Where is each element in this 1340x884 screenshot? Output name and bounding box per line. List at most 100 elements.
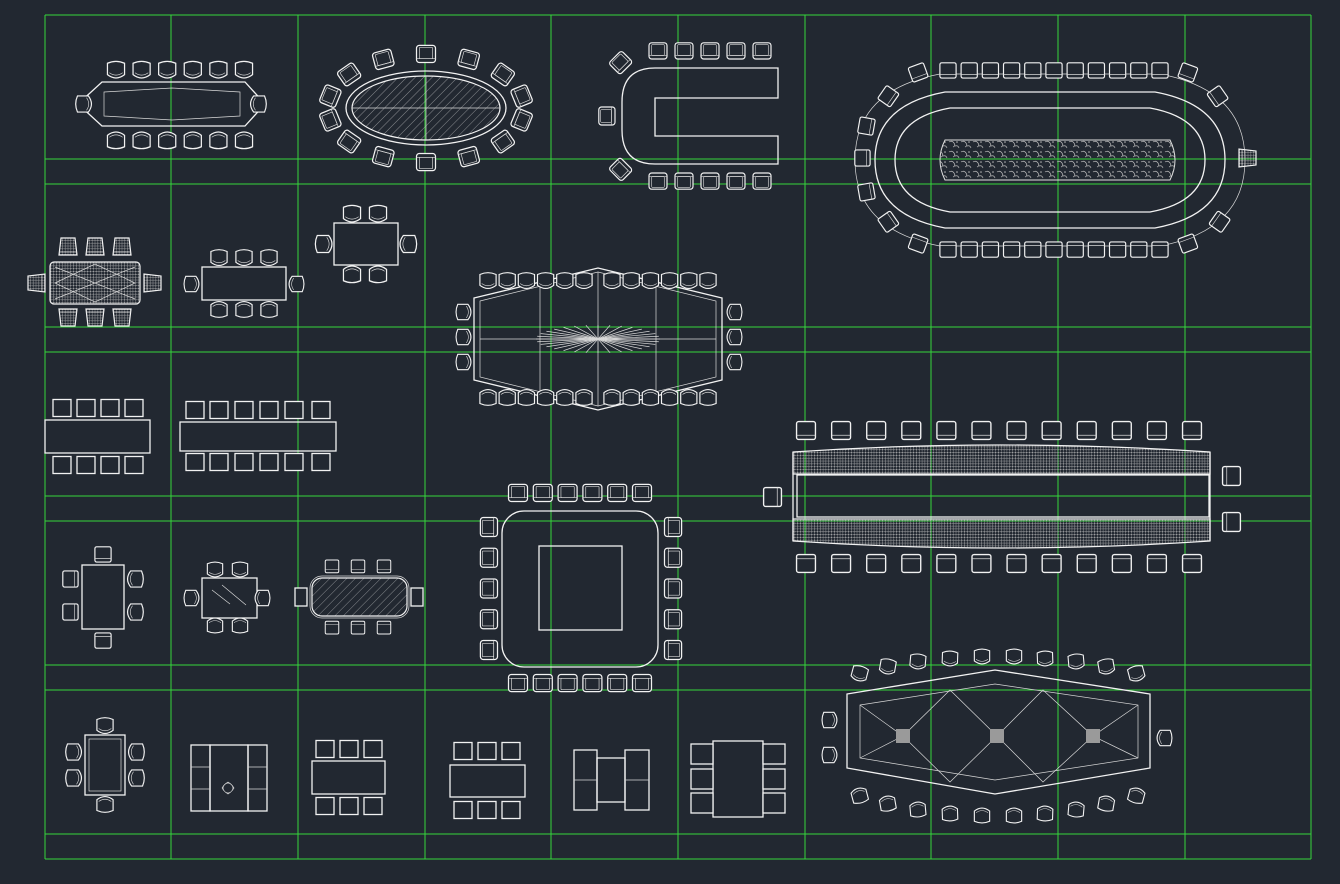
- chair-back: [886, 91, 897, 106]
- chair-seat: [507, 673, 529, 693]
- table-top: [501, 510, 659, 668]
- chair: [1126, 665, 1146, 682]
- chair-seat: [960, 241, 978, 258]
- chair-back: [832, 713, 835, 727]
- chair: [260, 300, 278, 318]
- chair-seat: [726, 353, 743, 371]
- chair-back: [539, 283, 553, 287]
- chair-seat: [1002, 62, 1021, 79]
- chair: [183, 60, 202, 79]
- chair-seat: [209, 60, 228, 79]
- chair-seat: [941, 650, 959, 667]
- table-top: [84, 734, 126, 796]
- chair: [127, 769, 145, 787]
- chair-back: [134, 134, 149, 138]
- chair-seat: [479, 639, 499, 661]
- chair-seat: [106, 60, 126, 79]
- chair: [795, 553, 817, 574]
- chair-seat: [234, 131, 254, 150]
- chair: [699, 388, 717, 406]
- chair-seat: [350, 559, 366, 574]
- table-top: [209, 744, 249, 812]
- chair-seat: [726, 328, 743, 346]
- chair: [260, 249, 278, 267]
- chair-seat: [1156, 729, 1173, 747]
- chair-seat: [1006, 420, 1027, 441]
- chair: [126, 603, 144, 621]
- chair: [259, 400, 279, 420]
- chair-back: [729, 305, 732, 319]
- chair-seat: [631, 673, 653, 693]
- chair-back: [160, 134, 175, 138]
- chair-seat: [517, 272, 536, 290]
- chair-back: [185, 72, 200, 76]
- chair-seat: [183, 131, 202, 150]
- chair-seat: [85, 308, 105, 327]
- chair-seat: [507, 483, 529, 503]
- chair-seat: [674, 42, 694, 60]
- chair-back: [643, 391, 657, 395]
- chair: [854, 149, 871, 167]
- chair: [1181, 553, 1203, 574]
- chair-back: [371, 268, 385, 272]
- chair-seat: [680, 388, 698, 406]
- chair-back: [252, 97, 256, 111]
- chair-seat: [660, 272, 679, 290]
- chair: [477, 800, 497, 820]
- chair: [479, 547, 499, 568]
- chair-back: [519, 283, 533, 287]
- chair-seat: [726, 42, 746, 60]
- chair: [981, 241, 1000, 258]
- chair: [183, 589, 200, 607]
- chair-seat: [368, 204, 388, 223]
- chair-seat: [457, 48, 481, 71]
- chair: [231, 561, 249, 578]
- chair-seat: [254, 589, 271, 607]
- bench-right: [247, 744, 268, 812]
- table-6-seat: [183, 249, 305, 318]
- chair-seat: [726, 303, 743, 321]
- chair-seat: [795, 553, 817, 574]
- chair: [660, 388, 679, 406]
- chair-seat: [857, 182, 876, 202]
- chair: [124, 398, 144, 418]
- chair-seat: [878, 658, 897, 675]
- chair-seat: [941, 805, 959, 822]
- chair: [973, 648, 991, 665]
- chair: [1067, 653, 1085, 670]
- chair-seat: [399, 234, 418, 254]
- chair-seat: [901, 420, 922, 441]
- chair-seat: [821, 746, 838, 764]
- chair-seat: [700, 172, 720, 190]
- chair: [284, 400, 304, 420]
- chair: [455, 303, 472, 321]
- chair: [941, 805, 959, 822]
- chair: [1208, 210, 1231, 233]
- chair-seat: [866, 553, 887, 574]
- chair: [399, 234, 418, 254]
- chair-back: [481, 391, 495, 395]
- chair: [690, 768, 714, 790]
- chair: [1097, 795, 1116, 812]
- chair: [1041, 420, 1062, 441]
- chair-seat: [1238, 148, 1257, 168]
- rect-table-6-seat-a: [311, 739, 386, 816]
- chair: [132, 60, 151, 79]
- chair: [762, 792, 786, 814]
- chair: [96, 795, 114, 813]
- chair-seat: [762, 486, 783, 508]
- chair-seat: [94, 546, 112, 563]
- chair-seat: [158, 60, 177, 79]
- chair: [453, 800, 473, 820]
- chair: [234, 131, 254, 150]
- chair-seat: [536, 388, 555, 406]
- chair: [510, 108, 533, 132]
- chair-seat: [878, 795, 897, 812]
- bench-left: [190, 744, 211, 812]
- chair: [185, 400, 205, 420]
- chair-seat: [830, 420, 852, 441]
- chair-seat: [1036, 650, 1054, 667]
- table-6-seat-round-chairs: [65, 717, 145, 813]
- chair-back: [975, 810, 989, 813]
- chair-back: [513, 109, 522, 127]
